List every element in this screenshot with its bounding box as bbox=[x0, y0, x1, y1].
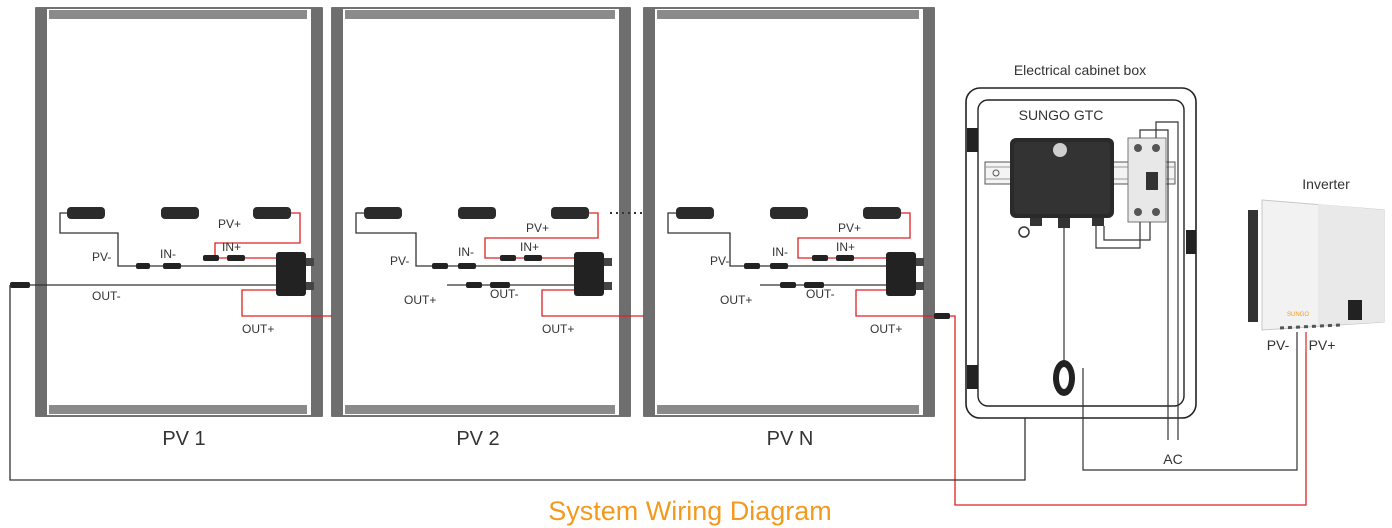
inverter: SUNGO bbox=[1248, 199, 1385, 331]
electrical-cabinet bbox=[965, 87, 1197, 419]
pv-plus-label: PV+ bbox=[838, 221, 861, 235]
junction-box bbox=[551, 207, 589, 219]
micro-inverter bbox=[574, 252, 604, 296]
device-name: SUNGO GTC bbox=[1019, 107, 1104, 123]
pv-minus-label: PV- bbox=[710, 254, 729, 268]
pv-panel-1 bbox=[35, 7, 323, 417]
in-minus-label: IN- bbox=[772, 245, 788, 259]
pv-minus-label: PV- bbox=[92, 250, 111, 264]
diagram-title: System Wiring Diagram bbox=[548, 496, 832, 526]
ac-label: AC bbox=[1163, 451, 1182, 467]
out-plus-label: OUT+ bbox=[720, 293, 752, 307]
micro-inverter bbox=[276, 252, 306, 296]
in-plus-label: IN+ bbox=[222, 240, 241, 254]
inverter-brand: SUNGO bbox=[1287, 312, 1309, 318]
pv-plus-label: PV+ bbox=[526, 221, 549, 235]
pv-panel-2 bbox=[331, 7, 631, 417]
inverter-pv-plus: PV+ bbox=[1309, 337, 1336, 353]
junction-box bbox=[770, 207, 808, 219]
pv-minus-label: PV- bbox=[390, 254, 409, 268]
panel-name: PV 1 bbox=[162, 428, 205, 450]
pv-panel-n bbox=[643, 7, 935, 417]
in-plus-label: IN+ bbox=[520, 240, 539, 254]
micro-inverter bbox=[886, 252, 916, 296]
in-minus-label: IN- bbox=[160, 247, 176, 261]
junction-box bbox=[676, 207, 714, 219]
junction-box bbox=[161, 207, 199, 219]
out-plus-label: OUT+ bbox=[542, 322, 574, 336]
junction-box bbox=[253, 207, 291, 219]
junction-box bbox=[67, 207, 105, 219]
panel-name: PV N bbox=[767, 428, 814, 450]
in-minus-label: IN- bbox=[458, 245, 474, 259]
inverter-title: Inverter bbox=[1302, 176, 1350, 192]
cabinet-title: Electrical cabinet box bbox=[1014, 62, 1146, 78]
inverter-pv-minus: PV- bbox=[1267, 337, 1290, 353]
pv-plus-label: PV+ bbox=[218, 217, 241, 231]
out-plus-label: OUT+ bbox=[870, 322, 902, 336]
out-minus-label: OUT- bbox=[92, 289, 121, 303]
out-plus-label: OUT+ bbox=[404, 293, 436, 307]
junction-box bbox=[458, 207, 496, 219]
out-plus-label: OUT+ bbox=[242, 322, 274, 336]
junction-box bbox=[863, 207, 901, 219]
junction-box bbox=[364, 207, 402, 219]
in-plus-label: IN+ bbox=[836, 240, 855, 254]
panel-name: PV 2 bbox=[456, 428, 499, 450]
out-minus-label: OUT- bbox=[806, 287, 835, 301]
ct-clamp bbox=[1053, 360, 1075, 396]
out-minus-label: OUT- bbox=[490, 287, 519, 301]
